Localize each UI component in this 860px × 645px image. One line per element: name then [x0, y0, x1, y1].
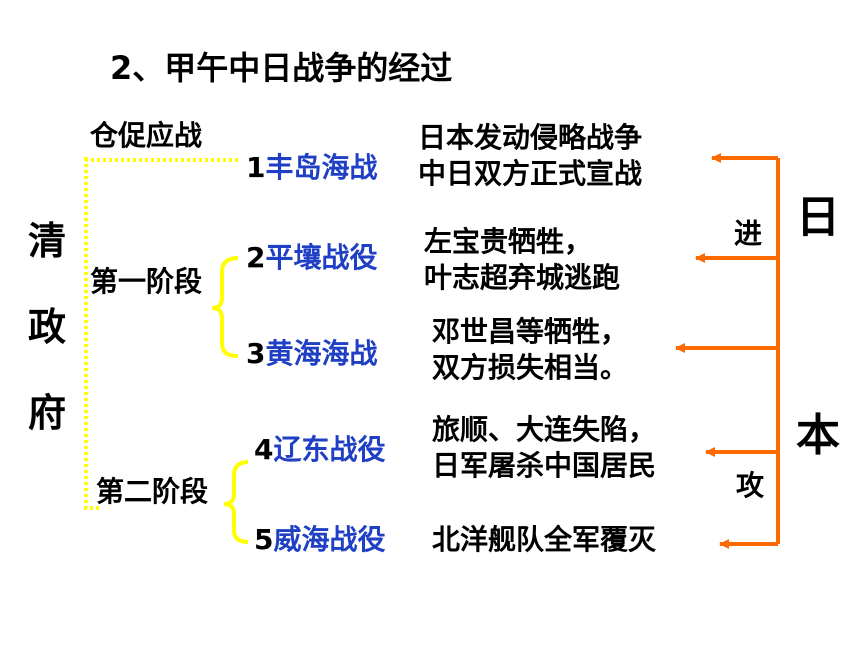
japan-arrows — [675, 153, 780, 549]
battle-name: 威海战役 — [273, 523, 386, 556]
battle-name: 辽东战役 — [273, 433, 386, 466]
stage2-brace — [223, 460, 249, 544]
battle-2: 2平壤战役 — [246, 244, 378, 272]
battle-1: 1丰岛海战 — [246, 154, 378, 182]
attack-word-attack: 攻 — [736, 469, 765, 502]
battle-3-desc: 邓世昌等牺牲， 双方损失相当。 — [432, 314, 628, 386]
battle-name: 丰岛海战 — [265, 151, 378, 184]
desc-line: 日本发动侵略战争 — [418, 121, 643, 154]
battle-number: 1 — [246, 151, 266, 184]
battle-4-desc: 旅顺、大连失陷， 日军屠杀中国居民 — [432, 412, 656, 484]
battle-number: 4 — [254, 433, 274, 466]
desc-line: 双方损失相当。 — [432, 351, 629, 384]
stage-label-first: 第一阶段 — [90, 265, 203, 298]
stage-label-second: 第二阶段 — [96, 475, 209, 508]
desc-line: 邓世昌等牺牲， — [432, 315, 629, 348]
battle-5-desc: 北洋舰队全军覆灭 — [432, 522, 656, 558]
qing-char-3: 府 — [28, 391, 67, 435]
qing-char-2: 政 — [28, 305, 67, 349]
page-title: 2、甲午中日战争的经过 — [110, 49, 453, 87]
japan-char-1: 日 — [796, 192, 840, 243]
battle-1-desc: 日本发动侵略战争 中日双方正式宣战 — [418, 120, 642, 192]
battle-name: 黄海海战 — [265, 337, 378, 370]
main-bracket — [84, 154, 238, 510]
desc-line: 日军屠杀中国居民 — [432, 449, 657, 482]
battle-number: 2 — [246, 241, 266, 274]
desc-line: 叶志超弃城逃跑 — [424, 261, 621, 294]
battle-number: 3 — [246, 337, 266, 370]
battle-2-desc: 左宝贵牺牲， 叶志超弃城逃跑 — [424, 224, 620, 296]
qing-char-1: 清 — [28, 219, 67, 263]
desc-line: 左宝贵牺牲， — [424, 225, 593, 258]
battle-5: 5威海战役 — [254, 526, 386, 554]
desc-line: 中日双方正式宣战 — [418, 157, 643, 190]
desc-line: 北洋舰队全军覆灭 — [432, 523, 657, 556]
attack-word-advance: 进 — [734, 217, 763, 250]
battle-4: 4辽东战役 — [254, 436, 386, 464]
battle-name: 平壤战役 — [265, 241, 378, 274]
japan-char-2: 本 — [796, 410, 840, 461]
desc-line: 旅顺、大连失陷， — [432, 413, 657, 446]
battle-3: 3黄海海战 — [246, 340, 378, 368]
stage-label-hasty: 仓促应战 — [90, 119, 203, 152]
battle-number: 5 — [254, 523, 274, 556]
stage1-brace — [211, 256, 239, 358]
